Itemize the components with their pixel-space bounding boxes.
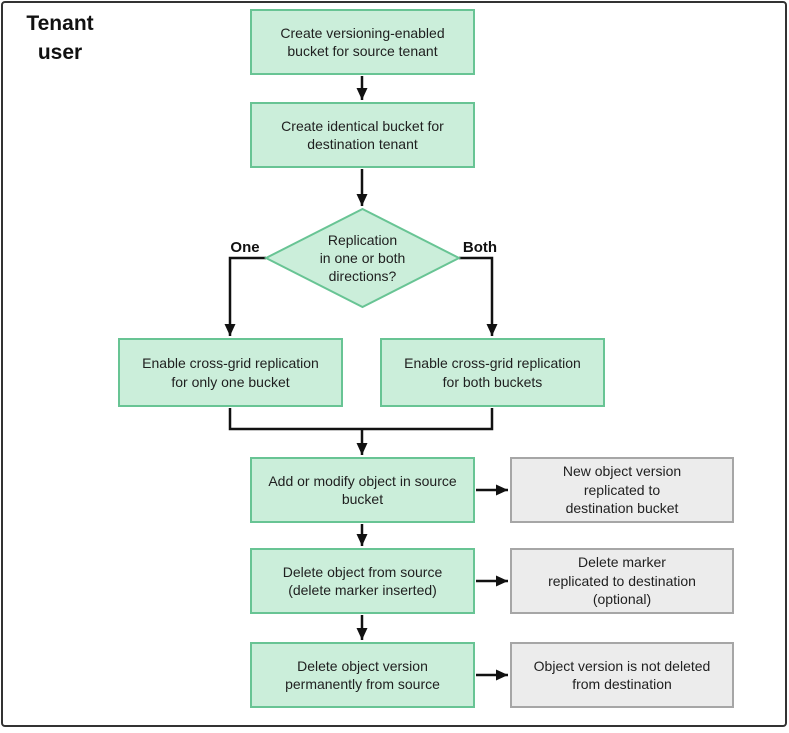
step-create-destination-bucket: Create identical bucket for destination …	[250, 102, 475, 168]
step-delete-object-source: Delete object from source (delete marker…	[250, 548, 475, 614]
step-enable-both-buckets: Enable cross-grid replication for both b…	[380, 338, 605, 407]
actor-label: Tenant user	[26, 12, 94, 65]
branch-label-one: One	[230, 239, 260, 256]
step-create-source-bucket: Create versioning-enabled bucket for sou…	[250, 9, 475, 75]
decision-label: Replication in one or both directions?	[319, 231, 406, 285]
outcome-version-not-deleted: Object version is not deleted from desti…	[510, 642, 734, 708]
step-delete-object-version: Delete object version permanently from s…	[250, 642, 475, 708]
step-add-modify-object: Add or modify object in source bucket	[250, 457, 475, 523]
decision-diamond	[263, 207, 462, 309]
outcome-new-version-replicated: New object version replicated to destina…	[510, 457, 734, 523]
step-enable-one-bucket: Enable cross-grid replication for only o…	[118, 338, 343, 407]
arrow-branch-one	[224, 256, 266, 336]
arrow-branch-both	[459, 256, 498, 336]
branch-label-both: Both	[462, 239, 498, 256]
outcome-delete-marker-replicated: Delete marker replicated to destination …	[510, 548, 734, 614]
connector-merge	[228, 408, 494, 431]
